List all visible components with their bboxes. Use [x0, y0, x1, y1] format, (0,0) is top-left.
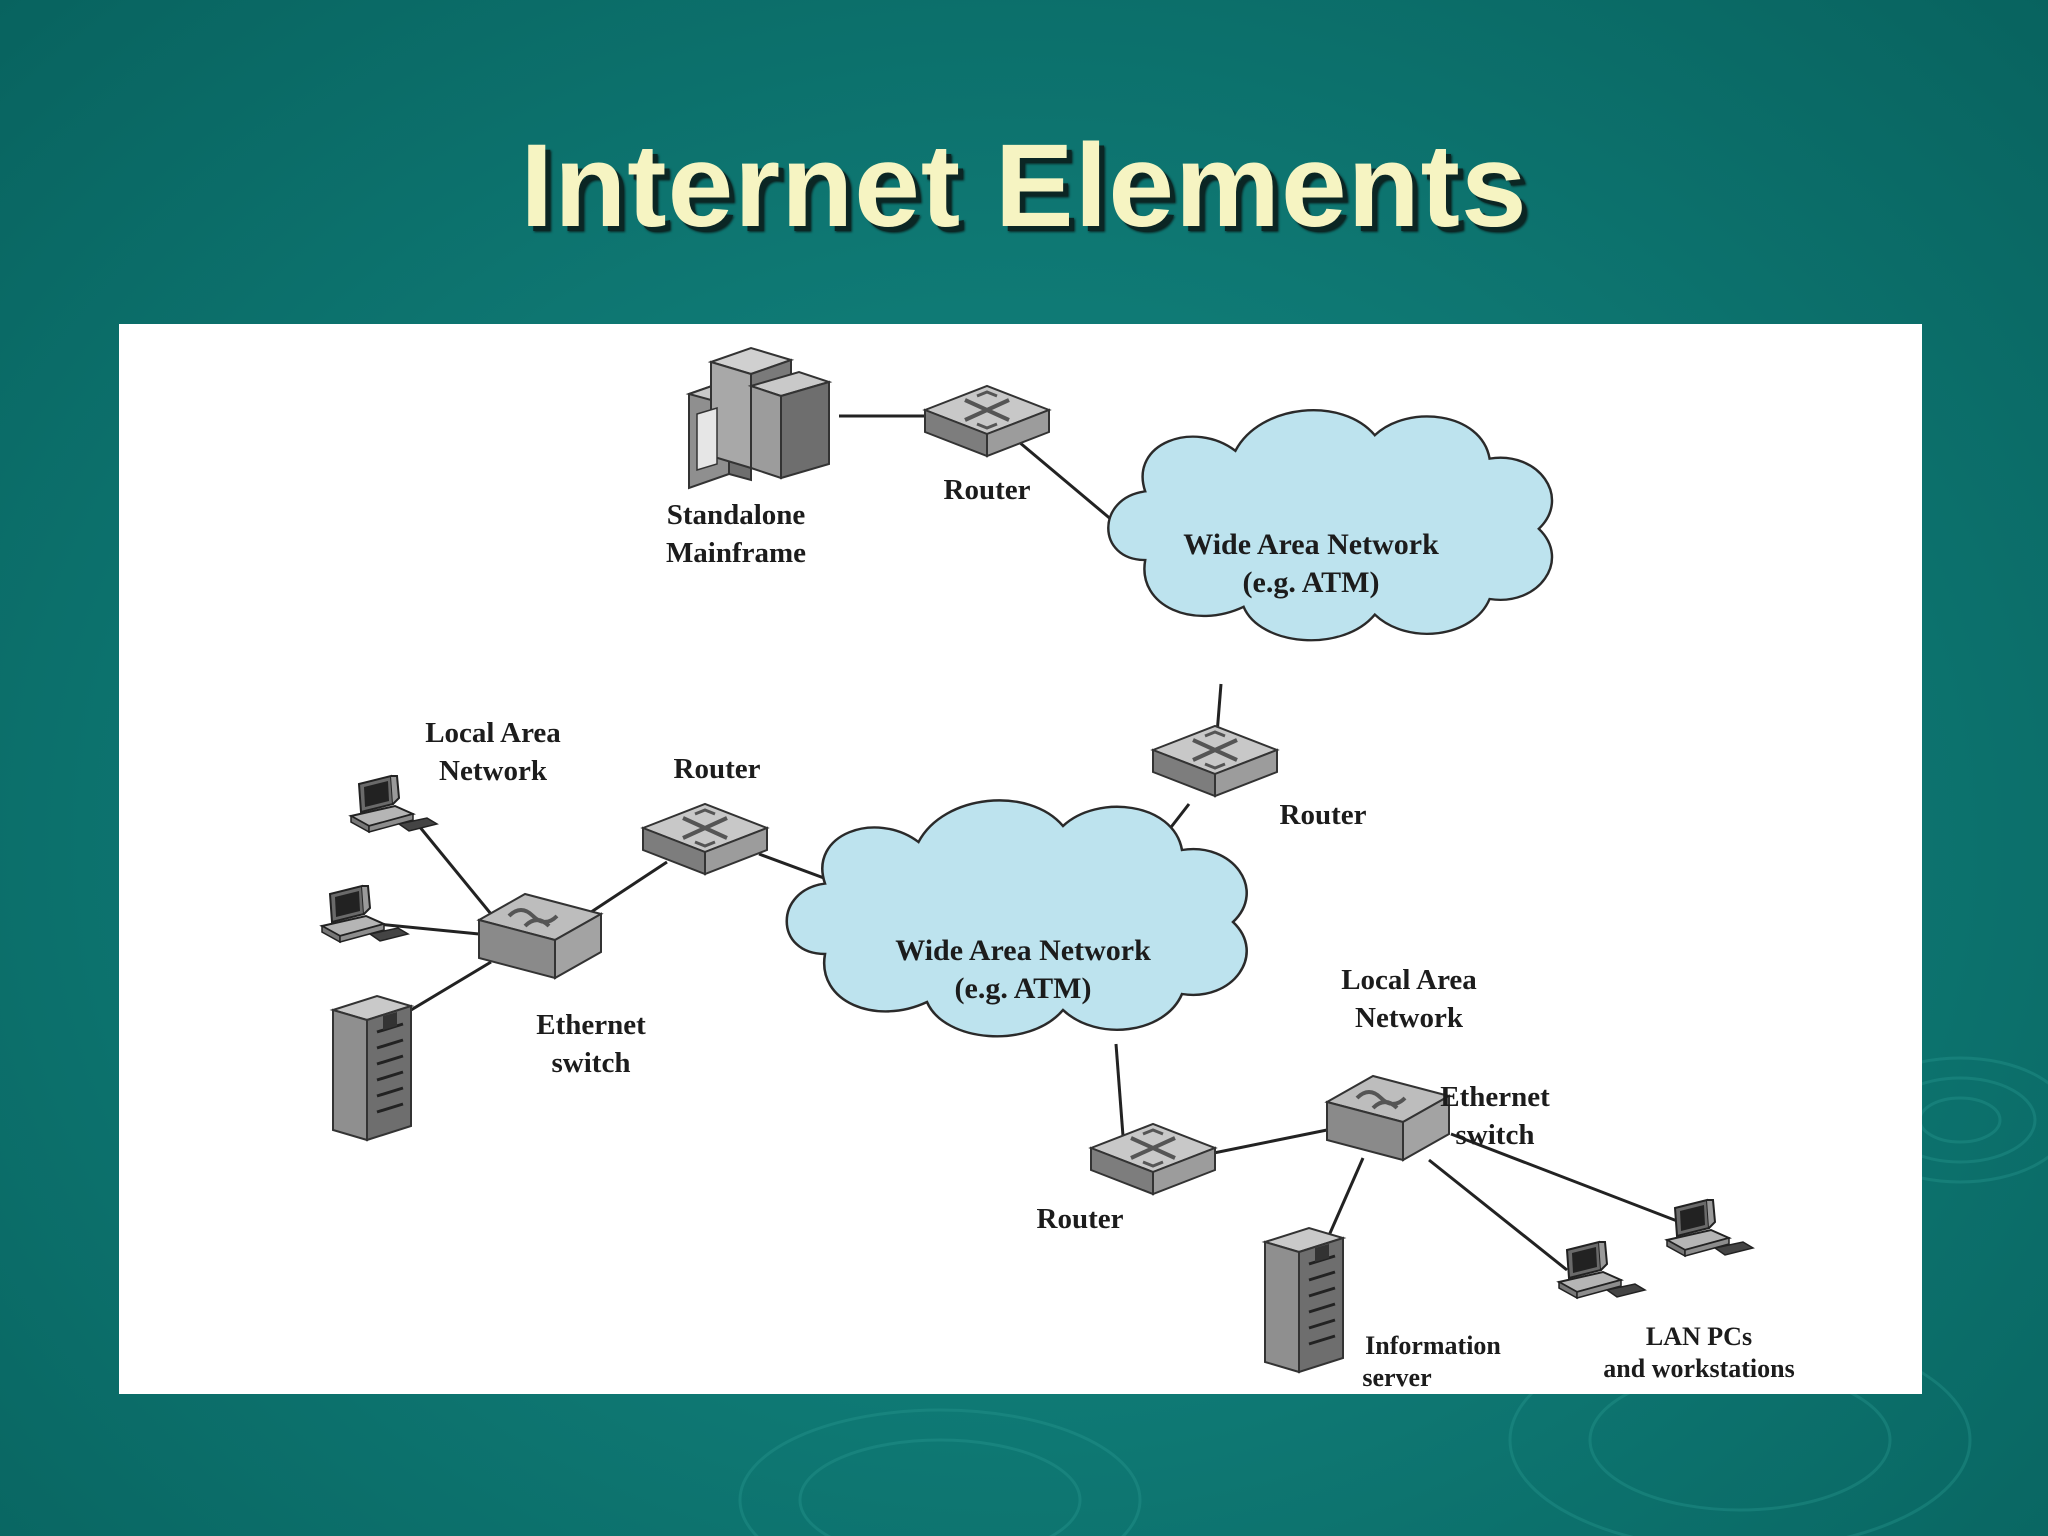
server-icon — [1263, 1226, 1345, 1374]
pc-icon — [1666, 1199, 1754, 1257]
router-icon-right — [1151, 724, 1279, 798]
router-label-right: Router — [1280, 799, 1367, 831]
link-switch-right-pc2 — [1450, 1132, 1686, 1226]
link-switch-right-pc1 — [1428, 1158, 1568, 1272]
link-pc1-switch-left — [417, 825, 493, 915]
lan-left-label-line2: Network — [439, 755, 548, 787]
link-router-wan-top — [1018, 440, 1120, 528]
lan-right-label-line1: Local Area — [1341, 964, 1477, 996]
wan-top-label-line1: Wide Area Network — [1183, 528, 1439, 561]
pc-icon — [1558, 1241, 1646, 1299]
ethernet-switch-icon-left — [477, 892, 603, 980]
router-label-left: Router — [674, 753, 761, 785]
server-icon — [331, 994, 413, 1142]
wan-center-label-line2: (e.g. ATM) — [955, 972, 1092, 1005]
link-switch-left-router-left — [578, 860, 668, 922]
network-diagram: Standalone Mainframe Router Wide Area Ne… — [321, 346, 1795, 1392]
link-switch-right-server — [1325, 1157, 1365, 1241]
lan-pcs-label-line2: and workstations — [1603, 1354, 1794, 1383]
wan-top-label-line2: (e.g. ATM) — [1243, 566, 1380, 599]
wan-center-label-line1: Wide Area Network — [895, 934, 1151, 967]
router-label-bottom: Router — [1037, 1203, 1124, 1235]
mainframe-label-line1: Standalone — [667, 499, 806, 531]
pc-icon — [350, 775, 438, 833]
link-pc2-switch-left — [376, 922, 480, 936]
switch-left-label-line1: Ethernet — [536, 1009, 646, 1041]
switch-right-label-line1: Ethernet — [1440, 1081, 1550, 1113]
ethernet-switch-icon-right — [1325, 1074, 1451, 1162]
router-label-top: Router — [944, 474, 1031, 506]
lan-left-label-line1: Local Area — [425, 717, 561, 749]
lan-right-label-line2: Network — [1355, 1002, 1464, 1034]
switch-left-label-line2: switch — [552, 1047, 631, 1079]
slide-title: Internet Elements — [520, 120, 1528, 252]
info-server-label-line1: Information — [1365, 1331, 1501, 1360]
router-icon-top — [923, 384, 1051, 458]
network-links — [376, 414, 1686, 1272]
lan-pcs-label-line1: LAN PCs — [1646, 1322, 1752, 1351]
info-server-label-line2: server — [1362, 1363, 1431, 1392]
mainframe-label-line2: Mainframe — [666, 537, 806, 569]
mainframe-icon — [685, 346, 833, 490]
switch-right-label-line2: switch — [1456, 1119, 1535, 1151]
link-router-bottom-switch-right — [1198, 1128, 1328, 1158]
link-wan-top-router-right — [1215, 683, 1223, 735]
link-wan-center-router-bottom — [1114, 1043, 1125, 1137]
router-icon-left — [641, 802, 769, 876]
pc-icon — [321, 885, 409, 943]
router-icon-bottom — [1089, 1122, 1217, 1196]
wan-top-cloud — [1107, 408, 1554, 642]
diagram-panel: Standalone Mainframe Router Wide Area Ne… — [119, 324, 1922, 1394]
